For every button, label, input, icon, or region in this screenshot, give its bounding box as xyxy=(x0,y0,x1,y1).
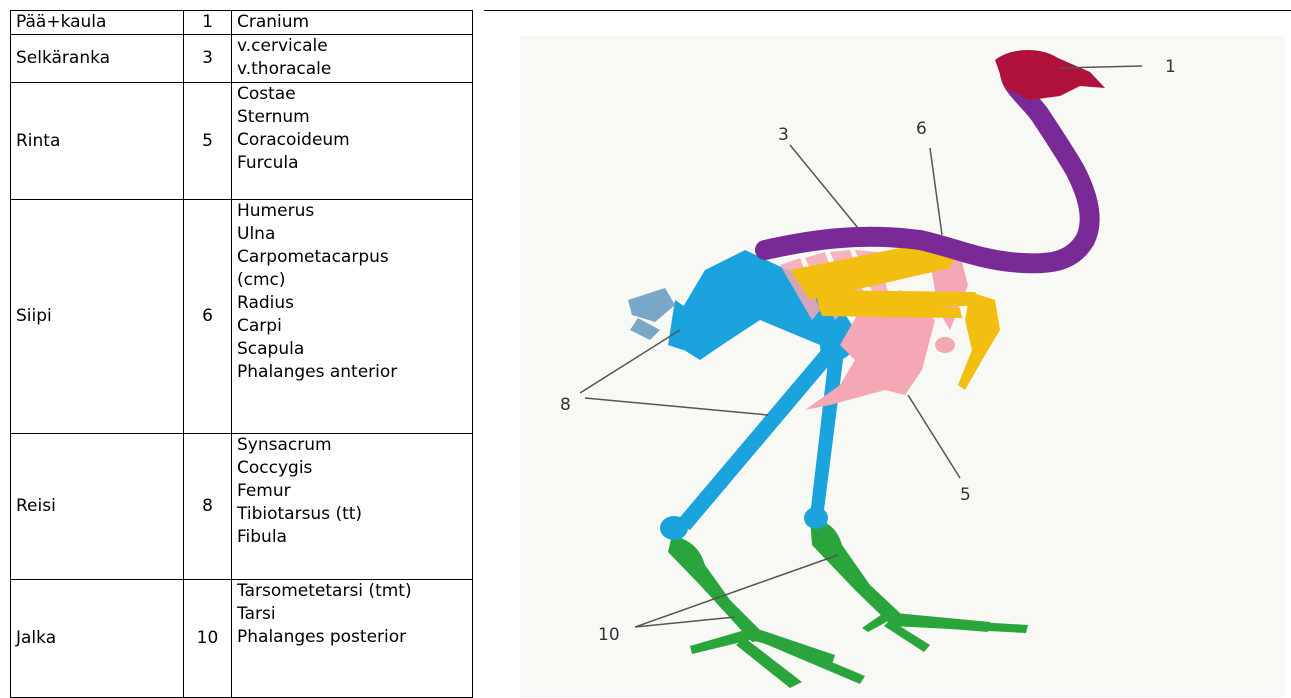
number-cell: 10 xyxy=(184,580,232,698)
region-cell: Siipi xyxy=(11,200,184,434)
part-name: (cmc) xyxy=(237,269,472,292)
part-name: v.thoracale xyxy=(237,58,472,81)
part-name: Carpometacarpus xyxy=(237,246,472,269)
label-5: 5 xyxy=(960,485,971,505)
part-name: Costae xyxy=(237,83,472,106)
region-cell: Pää+kaula xyxy=(11,11,184,35)
part-name: Coccygis xyxy=(237,457,472,480)
label-10: 10 xyxy=(598,625,620,645)
parts-cell: Costae Sternum Coracoideum Furcula xyxy=(232,83,473,200)
part-name: Synsacrum xyxy=(237,434,472,457)
label-6: 6 xyxy=(916,119,927,139)
table-row: Rinta 5 Costae Sternum Coracoideum Furcu… xyxy=(11,83,473,200)
parts-cell: Synsacrum Coccygis Femur Tibiotarsus (tt… xyxy=(232,434,473,580)
part-name: Furcula xyxy=(237,152,472,175)
table-row: Pää+kaula 1 Cranium xyxy=(11,11,473,35)
label-8: 8 xyxy=(560,395,571,415)
part-name: Cranium xyxy=(237,11,472,34)
part-name: Tarsometetarsi (tmt) xyxy=(237,580,472,603)
region-cell: Selkäranka xyxy=(11,35,184,83)
label-1: 1 xyxy=(1165,57,1176,77)
region-cell: Jalka xyxy=(11,580,184,698)
parts-cell: v.cervicale v.thoracale xyxy=(232,35,473,83)
parts-cell: Tarsometetarsi (tmt) Tarsi Phalanges pos… xyxy=(232,580,473,698)
number-cell: 8 xyxy=(184,434,232,580)
bone-table: Pää+kaula 1 Cranium Selkäranka 3 v.cervi… xyxy=(10,10,473,698)
part-name: Phalanges anterior xyxy=(237,361,472,384)
table-row: Jalka 10 Tarsometetarsi (tmt) Tarsi Phal… xyxy=(11,580,473,698)
parts-cell: Humerus Ulna Carpometacarpus (cmc) Radiu… xyxy=(232,200,473,434)
table-row: Selkäranka 3 v.cervicale v.thoracale xyxy=(11,35,473,83)
part-name: Tibiotarsus (tt) xyxy=(237,503,472,526)
parts-cell: Cranium xyxy=(232,11,473,35)
region-cell: Reisi xyxy=(11,434,184,580)
part-name: Ulna xyxy=(237,223,472,246)
top-rule xyxy=(484,10,1291,11)
part-name: Coracoideum xyxy=(237,129,472,152)
label-3: 3 xyxy=(778,125,789,145)
part-name: Phalanges posterior xyxy=(237,626,472,649)
part-name: Tarsi xyxy=(237,603,472,626)
part-name: Humerus xyxy=(237,200,472,223)
part-name: Sternum xyxy=(237,106,472,129)
bird-skeleton-figure: 1 3 6 8 5 10 xyxy=(520,36,1285,697)
region-cell: Rinta xyxy=(11,83,184,200)
table-row: Siipi 6 Humerus Ulna Carpometacarpus (cm… xyxy=(11,200,473,434)
part-name: Radius xyxy=(237,292,472,315)
number-cell: 5 xyxy=(184,83,232,200)
number-cell: 6 xyxy=(184,200,232,434)
number-cell: 1 xyxy=(184,11,232,35)
part-name: Carpi xyxy=(237,315,472,338)
part-name: Fibula xyxy=(237,526,472,549)
bone-table-body: Pää+kaula 1 Cranium Selkäranka 3 v.cervi… xyxy=(11,11,473,698)
part-name: Scapula xyxy=(237,338,472,361)
number-cell: 3 xyxy=(184,35,232,83)
part-name: Femur xyxy=(237,480,472,503)
part-name: v.cervicale xyxy=(237,35,472,58)
table-row: Reisi 8 Synsacrum Coccygis Femur Tibiota… xyxy=(11,434,473,580)
